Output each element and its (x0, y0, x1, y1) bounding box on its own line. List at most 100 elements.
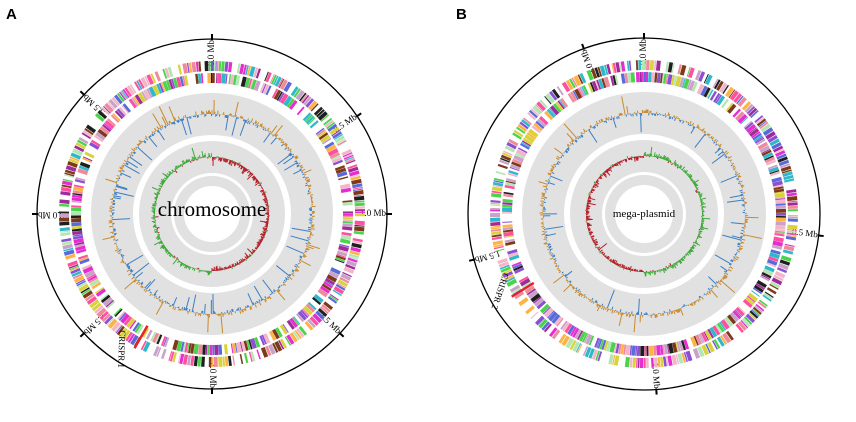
gc-bar (145, 135, 148, 139)
gc-bar (693, 301, 696, 304)
gene-bar (316, 109, 325, 118)
gc-bar (566, 144, 570, 147)
gc-bar (678, 308, 681, 311)
gene-bar (667, 355, 673, 366)
gene-bar (703, 87, 711, 98)
skew-bar (614, 163, 616, 167)
gc-bar (300, 166, 304, 169)
gc-bar (113, 232, 117, 235)
gene-bar (673, 75, 678, 86)
skew-bar (181, 160, 185, 165)
gene-bar (782, 249, 794, 255)
gene-bar (332, 159, 343, 166)
skew-bar (603, 171, 606, 173)
skew-bar (700, 197, 707, 201)
gene-bar (534, 315, 545, 326)
gene-bar (119, 327, 128, 338)
gc-bar (161, 299, 163, 301)
gene-bar (502, 271, 514, 278)
skew-bar (260, 239, 263, 242)
gene-bar (665, 356, 669, 367)
gene-bar (671, 354, 678, 366)
gene-bar (193, 343, 199, 355)
gene-bar (562, 321, 570, 332)
gene-bar (249, 78, 254, 89)
skew-bar (628, 267, 631, 271)
gc-bar (703, 293, 706, 295)
skew-bar (154, 193, 159, 196)
gc-bar (145, 279, 156, 290)
skew-bar (252, 174, 254, 176)
gene-bar (582, 346, 589, 356)
skew-bar (657, 153, 660, 158)
gc-bar (263, 132, 271, 143)
gene-bar (248, 351, 253, 362)
gc-bar (577, 291, 580, 294)
gc-bar (571, 142, 574, 145)
gene-bar (755, 116, 765, 125)
gc-bar (184, 114, 187, 118)
skew-bar (590, 235, 594, 238)
gc-bar (172, 297, 178, 307)
skew-bar (604, 170, 607, 174)
skew-bar (698, 192, 701, 195)
gc-bar (277, 287, 280, 289)
panel-a: A 0.0 Mb0.5 Mb1.0 Mb1.5 Mb2.0 Mb2.5 Mb3.… (6, 6, 392, 394)
gene-bar (504, 274, 515, 281)
gc-bar (122, 162, 126, 165)
skew-bar (617, 263, 620, 266)
gene-bar (315, 310, 325, 320)
gc-bar (177, 306, 180, 309)
gene-bar (195, 61, 199, 72)
gc-bar (669, 309, 671, 312)
skew-bar (259, 220, 269, 223)
gene-bar (289, 332, 298, 343)
gc-bar (580, 134, 583, 138)
gene-bar (560, 320, 568, 330)
skew-bar (586, 205, 591, 208)
gene-bar (145, 329, 153, 340)
skew-bar (252, 250, 255, 253)
gene-bar (89, 299, 100, 309)
gene-bar (741, 101, 752, 111)
gene-bar (758, 120, 767, 128)
gc-bar (715, 142, 718, 144)
gene-bar (756, 279, 767, 289)
skew-bar (168, 173, 171, 176)
skew-bar (694, 184, 698, 187)
gene-bar (514, 152, 525, 159)
gene-bar (279, 338, 288, 349)
gene-bar (745, 296, 755, 306)
gene-bar (725, 102, 734, 112)
gc-bar (247, 293, 254, 306)
gene-bar (72, 194, 83, 199)
skew-bar (236, 261, 239, 265)
gc-bar (119, 169, 122, 172)
gene-bar (601, 339, 607, 351)
gene-bar (354, 226, 365, 232)
gc-bar (225, 115, 229, 131)
skew-bar (158, 184, 163, 188)
gc-bar (191, 294, 197, 313)
gene-bar (560, 97, 569, 108)
gc-bar (194, 312, 197, 317)
gc-bar (258, 301, 262, 306)
gene-bar (69, 156, 80, 162)
gene-bar (511, 161, 522, 168)
skew-bar (184, 264, 187, 269)
gc-bar (725, 155, 728, 158)
gc-bar (728, 155, 732, 159)
skew-bar (607, 168, 609, 171)
skew-bar (677, 260, 680, 263)
gene-bar (71, 200, 82, 203)
gene-bar (556, 86, 564, 96)
gene-bar (71, 225, 82, 230)
skew-bar (686, 252, 690, 256)
gc-bar (299, 164, 303, 167)
skew-bar (612, 260, 615, 264)
gene-bar (706, 88, 712, 99)
gc-bar (177, 116, 180, 120)
skew-bar (242, 259, 244, 262)
skew-bar (253, 176, 256, 180)
skew-bar (687, 251, 690, 253)
